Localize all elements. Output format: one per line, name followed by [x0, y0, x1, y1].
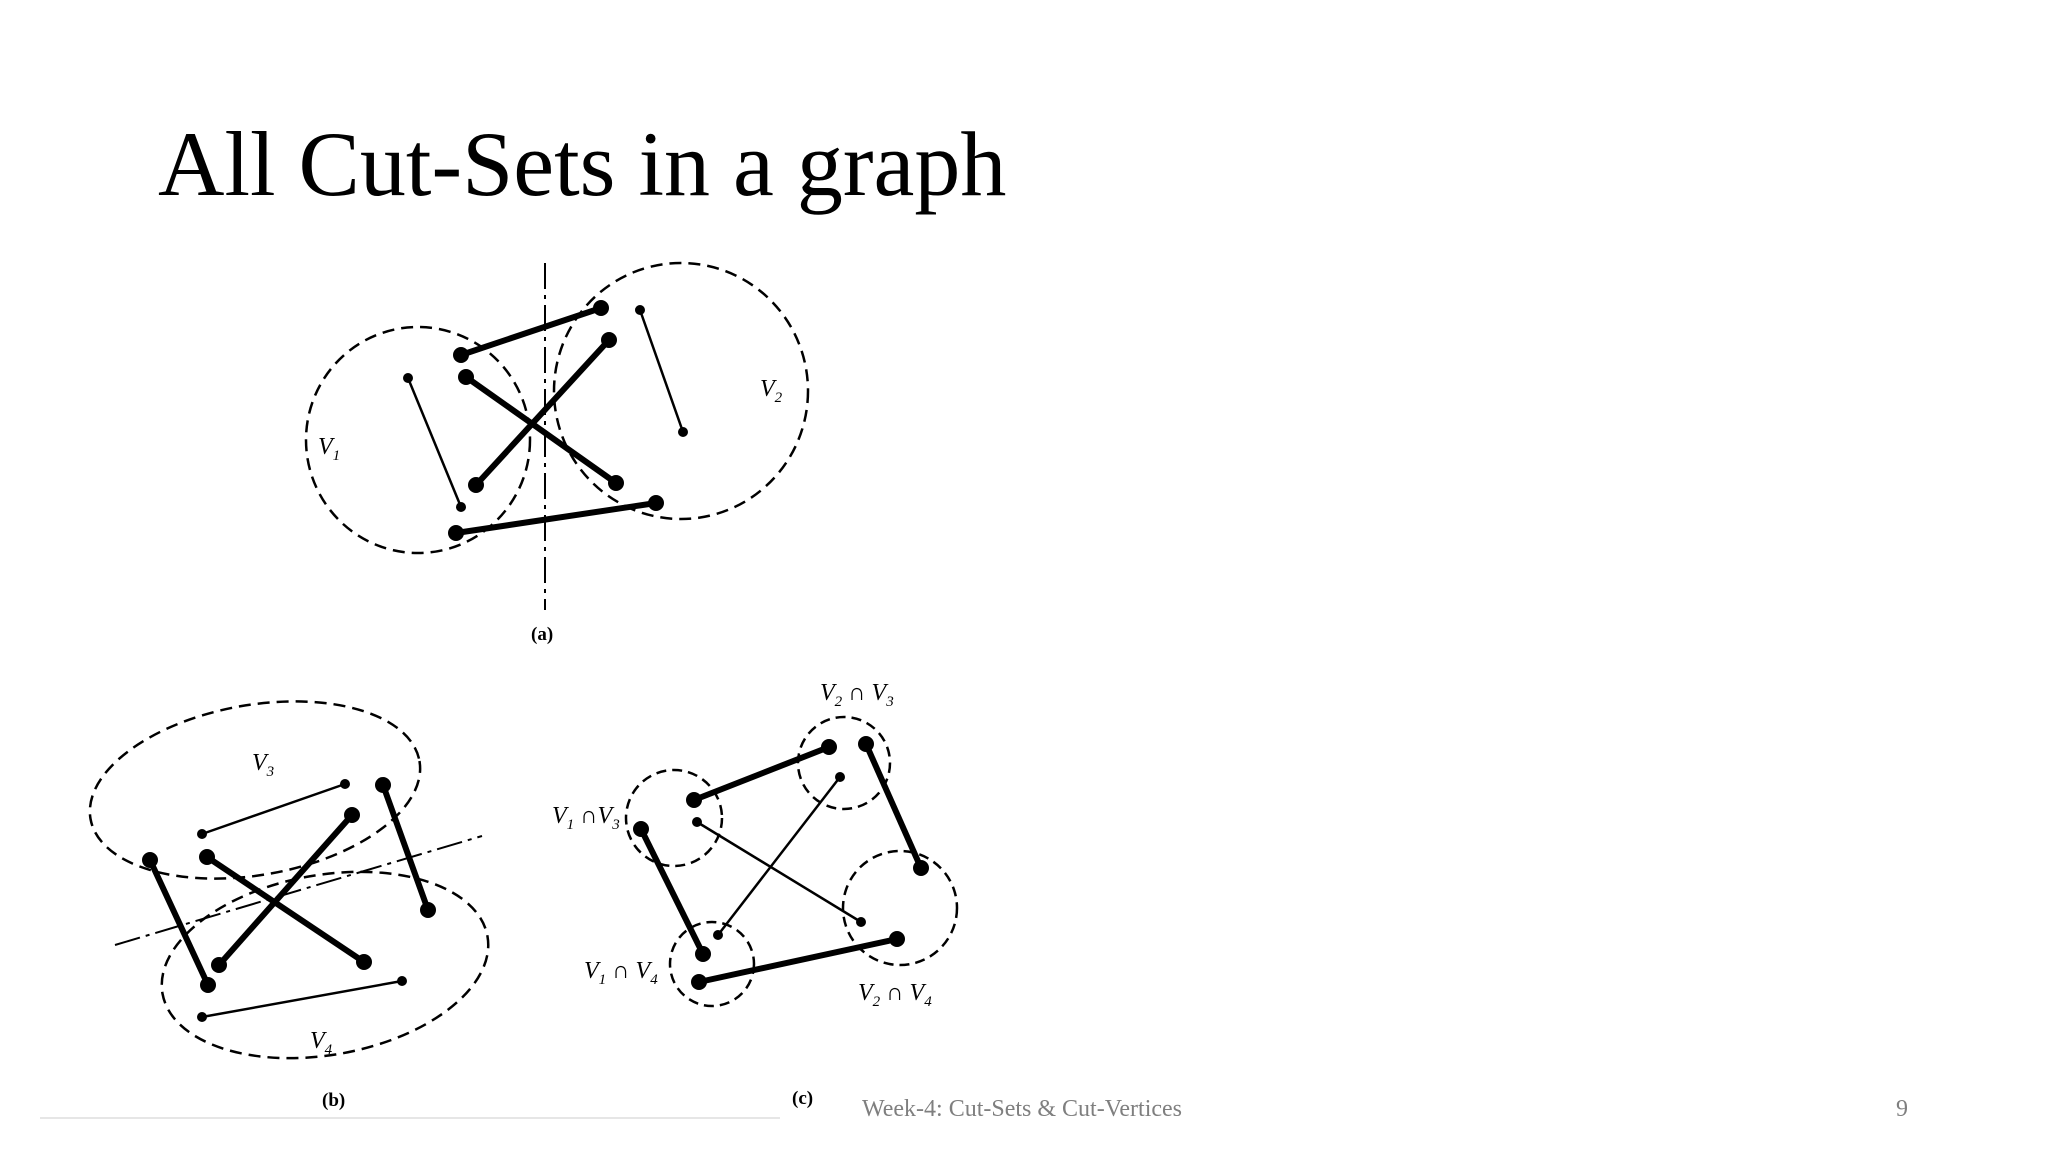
vertex [692, 817, 702, 827]
vertex [344, 807, 360, 823]
caption-b: (b) [322, 1090, 345, 1111]
edge [406, 377, 463, 508]
page-number: 9 [1896, 1096, 1908, 1122]
vertex [601, 332, 617, 348]
vertex [197, 1012, 207, 1022]
vertex [211, 957, 227, 973]
vertex [200, 977, 216, 993]
vertex [678, 427, 688, 437]
vertex [397, 976, 407, 986]
vertex [468, 477, 484, 493]
vertex [375, 777, 391, 793]
edge [638, 309, 685, 433]
vertex [713, 930, 723, 940]
vertex [635, 305, 645, 315]
label-v3: V3 [252, 750, 274, 780]
caption-a: (a) [531, 624, 553, 645]
figure-a: V1 V2 (a) [304, 261, 810, 645]
region-v1-v4 [668, 920, 756, 1008]
slide-title: All Cut-Sets in a graph [158, 113, 1007, 215]
vertex [356, 954, 372, 970]
edge-cut [473, 337, 612, 488]
edge-cut [464, 374, 618, 486]
vertex [889, 931, 905, 947]
vertex [608, 475, 624, 491]
region-v4 [160, 870, 490, 1060]
label-v1-cap-v4: V1 ∩ V4 [584, 958, 658, 988]
vertex [691, 974, 707, 990]
vertex [340, 779, 350, 789]
edge [201, 979, 403, 1019]
vertex [142, 852, 158, 868]
cut-line-diagonal [114, 835, 483, 946]
edge [201, 782, 346, 836]
region-v2 [552, 261, 810, 521]
vertex [448, 525, 464, 541]
edge-cut [147, 858, 211, 987]
caption-c: (c) [792, 1088, 813, 1109]
vertex [593, 300, 609, 316]
vertex [403, 373, 413, 383]
edge [696, 820, 862, 924]
edge [717, 776, 841, 936]
label-v2: V2 [760, 376, 783, 406]
figure-b: V3 V4 (b) [88, 700, 490, 1111]
edge-cut [216, 813, 355, 967]
vertex [856, 917, 866, 927]
edge-cut [638, 827, 706, 956]
label-v2-cap-v4: V2 ∩ V4 [858, 980, 932, 1010]
region-v2-v3 [796, 715, 892, 811]
vertex [695, 946, 711, 962]
label-v1: V1 [318, 434, 340, 464]
vertex [456, 502, 466, 512]
vertex [199, 849, 215, 865]
label-v4: V4 [310, 1028, 333, 1058]
edge-cut [692, 744, 831, 803]
edge-cut [460, 305, 602, 358]
edge-cut [455, 500, 657, 536]
vertex [686, 792, 702, 808]
region-v1 [304, 325, 532, 555]
vertex [913, 860, 929, 876]
edge-cut [205, 854, 366, 965]
vertex [648, 495, 664, 511]
edge-cut [863, 742, 924, 870]
vertex [858, 736, 874, 752]
edge-cut [380, 783, 431, 912]
label-v2-cap-v3: V2 ∩ V3 [820, 680, 894, 710]
vertex [197, 829, 207, 839]
vertex [821, 739, 837, 755]
vertex [458, 369, 474, 385]
vertex [835, 772, 845, 782]
vertex [420, 902, 436, 918]
label-v1-cap-v3: V1 ∩V3 [552, 803, 620, 833]
region-v2-v4 [841, 849, 959, 967]
vertex [633, 821, 649, 837]
figure-c: V2 ∩ V3 V1 ∩V3 V1 ∩ V4 V2 ∩ V4 (c) [552, 680, 959, 1109]
vertex [453, 347, 469, 363]
region-v3 [88, 700, 422, 880]
edge-cut [698, 936, 898, 985]
footer-text: Week-4: Cut-Sets & Cut-Vertices [862, 1096, 1183, 1122]
region-v1-v3 [624, 768, 724, 868]
